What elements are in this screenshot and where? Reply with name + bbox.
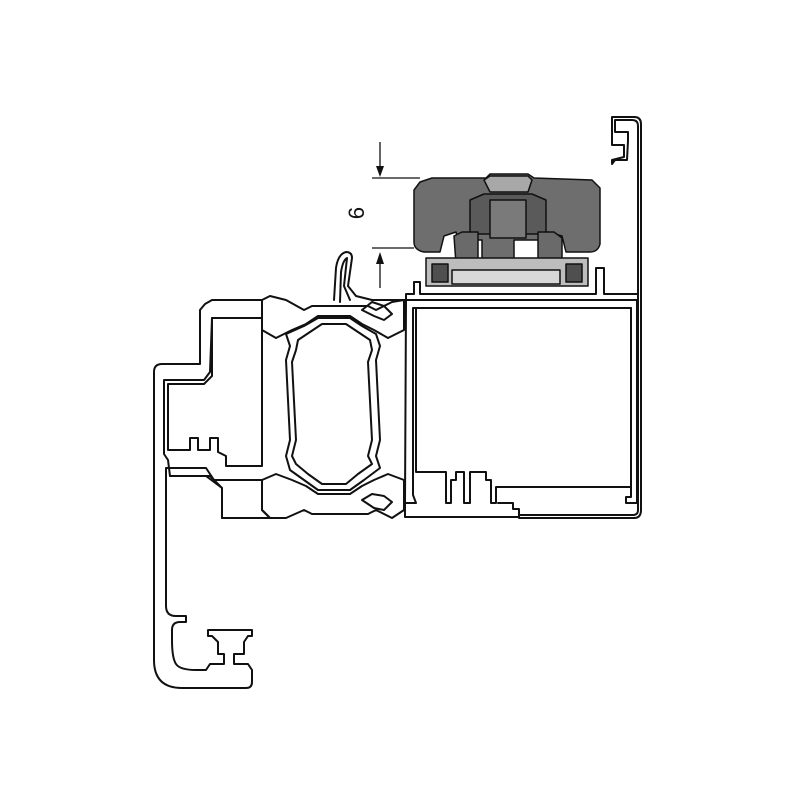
hardware-component bbox=[413, 173, 601, 287]
insulating-core bbox=[285, 317, 381, 491]
dimension-label: 9 bbox=[344, 207, 369, 219]
sash-profile bbox=[153, 299, 271, 689]
thermal-break-upper bbox=[261, 295, 405, 339]
upright-stem-inner bbox=[339, 257, 351, 303]
glazing-clip-top bbox=[361, 301, 393, 321]
hardware-center-inner bbox=[489, 199, 527, 239]
arrow-down-icon bbox=[376, 166, 384, 177]
glazing-clip-bottom bbox=[361, 493, 393, 511]
thermal-break-lower bbox=[261, 473, 405, 519]
hardware-top-cap bbox=[483, 175, 533, 193]
sash-lower-base bbox=[169, 475, 263, 519]
arrow-up-icon bbox=[376, 252, 384, 264]
insulating-core-inner bbox=[291, 323, 373, 485]
hardware-base-inner bbox=[451, 269, 561, 285]
frame-box-inner bbox=[415, 307, 632, 504]
sash-inner-chamber bbox=[167, 317, 263, 467]
frame-base bbox=[404, 502, 520, 518]
frame-profile bbox=[518, 116, 642, 519]
hardware-base-slot bbox=[431, 263, 583, 283]
upright-stem bbox=[333, 251, 373, 301]
frame-top-flange bbox=[371, 267, 638, 301]
dimension-annotation bbox=[372, 142, 420, 288]
